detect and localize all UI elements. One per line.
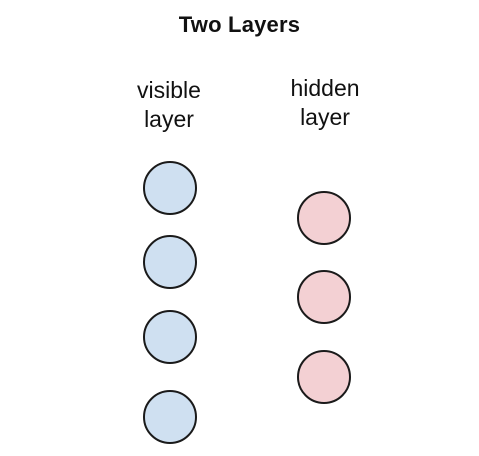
visible-layer-label-line2: layer: [144, 106, 194, 132]
visible-node: [143, 310, 197, 364]
hidden-layer-label-line1: hidden: [290, 75, 360, 101]
visible-layer-label-line1: visible: [137, 77, 201, 103]
hidden-layer-label-line2: layer: [300, 104, 350, 130]
visible-node: [143, 390, 197, 444]
visible-node: [143, 235, 197, 289]
hidden-node: [297, 350, 351, 404]
hidden-layer-label: hidden layer: [255, 74, 395, 132]
visible-node: [143, 161, 197, 215]
diagram-title: Two Layers: [178, 12, 301, 37]
visible-layer-label: visible layer: [99, 76, 239, 134]
hidden-node: [297, 270, 351, 324]
hidden-node: [297, 191, 351, 245]
